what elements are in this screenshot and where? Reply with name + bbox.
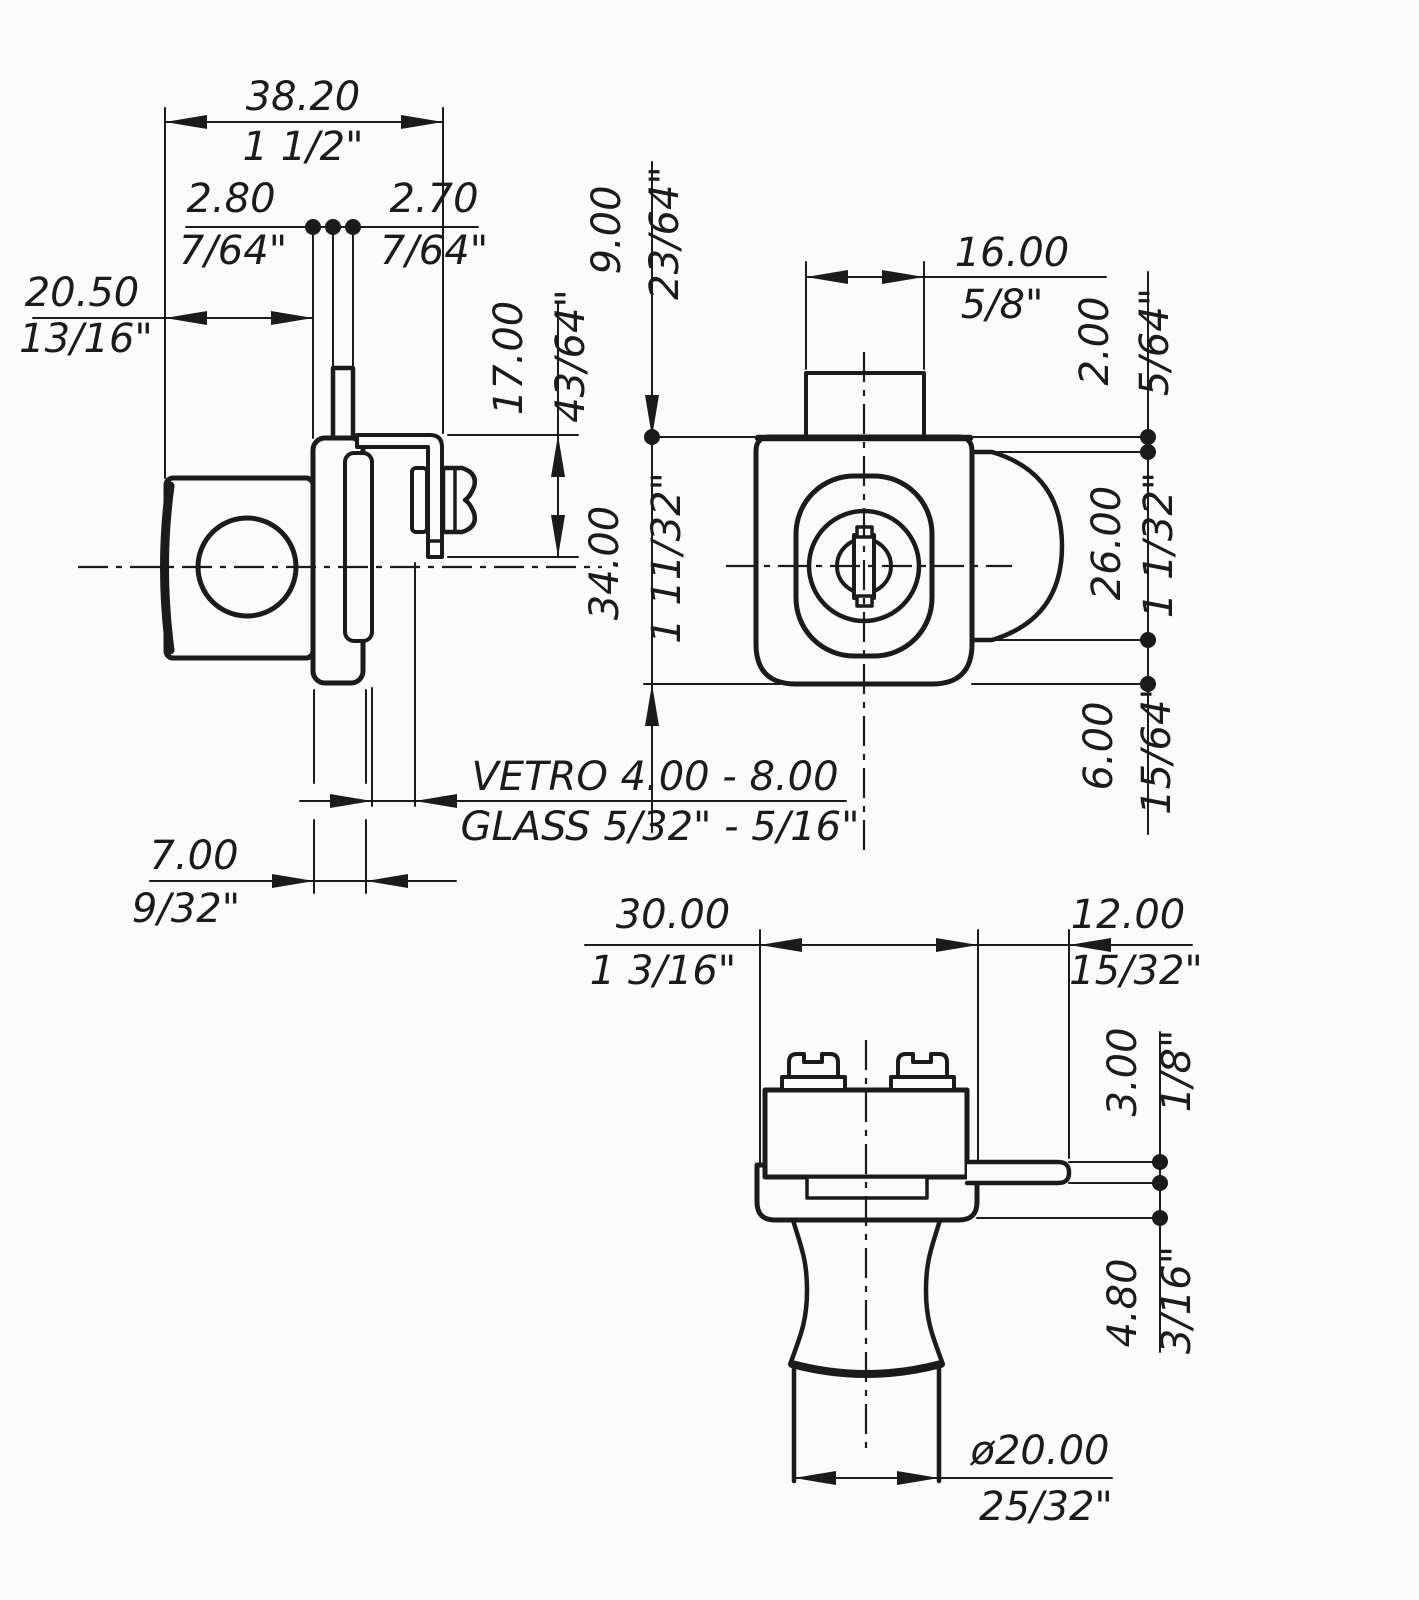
arrowhead bbox=[551, 515, 565, 557]
arrowhead bbox=[882, 270, 924, 284]
dim-label: 12.00 bbox=[1071, 892, 1186, 938]
arrowhead bbox=[415, 794, 457, 808]
dim-label: 1 1/32" bbox=[1136, 472, 1182, 618]
arrowhead bbox=[272, 874, 314, 888]
screw-washer bbox=[410, 466, 429, 534]
dim-label: 2.00 bbox=[1072, 296, 1118, 385]
dim-label: 2.70 bbox=[389, 176, 478, 222]
ref-dot bbox=[1140, 444, 1156, 460]
arrowhead bbox=[401, 115, 443, 129]
dim-label: 15/64" bbox=[1134, 681, 1180, 815]
dim-label: 9/32" bbox=[132, 886, 240, 932]
ref-dot bbox=[1140, 676, 1156, 692]
bottom-view-labels: 30.00 1 3/16" 12.00 15/32" 3.00 1/8" 4.8… bbox=[590, 892, 1203, 1530]
ref-dot bbox=[1140, 632, 1156, 648]
bottom-view: 30.00 1 3/16" 12.00 15/32" 3.00 1/8" 4.8… bbox=[584, 892, 1203, 1530]
side-view: 38.20 1 1/2" 2.80 7/64" 2.70 7/64" 20.50… bbox=[19, 74, 859, 932]
dim-label: 6.00 bbox=[1076, 701, 1122, 790]
knob-neck-left bbox=[788, 1217, 810, 1365]
body-end-cap bbox=[160, 481, 175, 655]
ref-dot bbox=[1152, 1175, 1168, 1191]
glass-note-italian: VETRO 4.00 - 8.00 bbox=[471, 754, 838, 800]
catch-bump bbox=[969, 449, 1065, 643]
arrowhead bbox=[366, 874, 408, 888]
arrowhead bbox=[165, 311, 207, 325]
dim-label: 26.00 bbox=[1084, 486, 1130, 601]
dim-label: 30.00 bbox=[616, 892, 731, 938]
dim-label: 1/8" bbox=[1154, 1030, 1200, 1113]
dim-label: 7.00 bbox=[149, 833, 238, 879]
dim-label: 13/16" bbox=[19, 316, 153, 362]
dim-label: 20.50 bbox=[25, 270, 140, 316]
screw-cap-left bbox=[787, 1052, 840, 1079]
arrowhead bbox=[936, 938, 978, 952]
dim-label: 4.80 bbox=[1100, 1258, 1146, 1347]
arrowhead bbox=[794, 1471, 836, 1485]
dim-label: 1 3/16" bbox=[590, 948, 736, 994]
dim-label: 43/64" bbox=[548, 289, 594, 423]
dim-label: 23/64" bbox=[642, 166, 688, 300]
arrowhead bbox=[271, 311, 313, 325]
bottom-view-object bbox=[754, 1040, 1072, 1484]
dim-label: 3.00 bbox=[1100, 1027, 1146, 1116]
side-view-labels: 38.20 1 1/2" 2.80 7/64" 2.70 7/64" 20.50… bbox=[19, 74, 859, 932]
dim-label: 17.00 bbox=[486, 301, 532, 416]
arrowhead bbox=[897, 1471, 939, 1485]
dim-label: ø20.00 bbox=[970, 1428, 1110, 1474]
side-view-dimensions bbox=[32, 107, 847, 894]
side-view-object bbox=[78, 365, 602, 686]
arrowhead bbox=[1069, 938, 1111, 952]
dim-label: 9.00 bbox=[584, 185, 630, 274]
dim-label: 34.00 bbox=[582, 506, 628, 621]
ref-dot bbox=[1140, 429, 1156, 445]
dim-label: 5/8" bbox=[961, 282, 1044, 328]
lock-body-front bbox=[753, 434, 975, 687]
glass-note-english: GLASS 5/32" - 5/16" bbox=[460, 804, 859, 850]
dim-label: 1 11/32" bbox=[644, 472, 690, 644]
front-view-labels: 9.00 23/64" 16.00 5/8" 34.00 1 11/32" 2.… bbox=[582, 166, 1182, 815]
latch-arm bbox=[964, 1159, 1072, 1186]
dim-label: 1 1/2" bbox=[243, 124, 364, 170]
screw-cap-right bbox=[896, 1052, 949, 1079]
front-view-object bbox=[726, 352, 1065, 856]
front-view-dimensions bbox=[643, 161, 1156, 835]
arrowhead bbox=[330, 794, 372, 808]
dim-label: 16.00 bbox=[955, 230, 1070, 276]
dim-label: 7/64" bbox=[179, 228, 287, 274]
dim-label: 5/64" bbox=[1132, 288, 1178, 396]
arrowhead bbox=[165, 115, 207, 129]
dim-label: 15/32" bbox=[1069, 948, 1203, 994]
knob-neck-right bbox=[923, 1217, 945, 1365]
dim-label: 25/32" bbox=[979, 1484, 1113, 1530]
arrowhead bbox=[806, 270, 848, 284]
arrowhead bbox=[645, 395, 659, 437]
arrowhead bbox=[760, 938, 802, 952]
ref-dot bbox=[1152, 1154, 1168, 1170]
screw-head bbox=[440, 465, 477, 535]
front-view: 9.00 23/64" 16.00 5/8" 34.00 1 11/32" 2.… bbox=[582, 161, 1182, 856]
arrowhead bbox=[645, 684, 659, 726]
dim-label: 7/64" bbox=[380, 228, 488, 274]
dim-label: 38.20 bbox=[246, 74, 361, 120]
arrowhead bbox=[551, 435, 565, 477]
glass-panel-edge bbox=[330, 365, 356, 443]
bottom-view-dimensions bbox=[584, 929, 1193, 1485]
clamp-pad bbox=[343, 451, 374, 643]
dim-label: 2.80 bbox=[186, 176, 275, 222]
ref-dot bbox=[1152, 1210, 1168, 1226]
dim-label: 3/16" bbox=[1154, 1246, 1200, 1354]
